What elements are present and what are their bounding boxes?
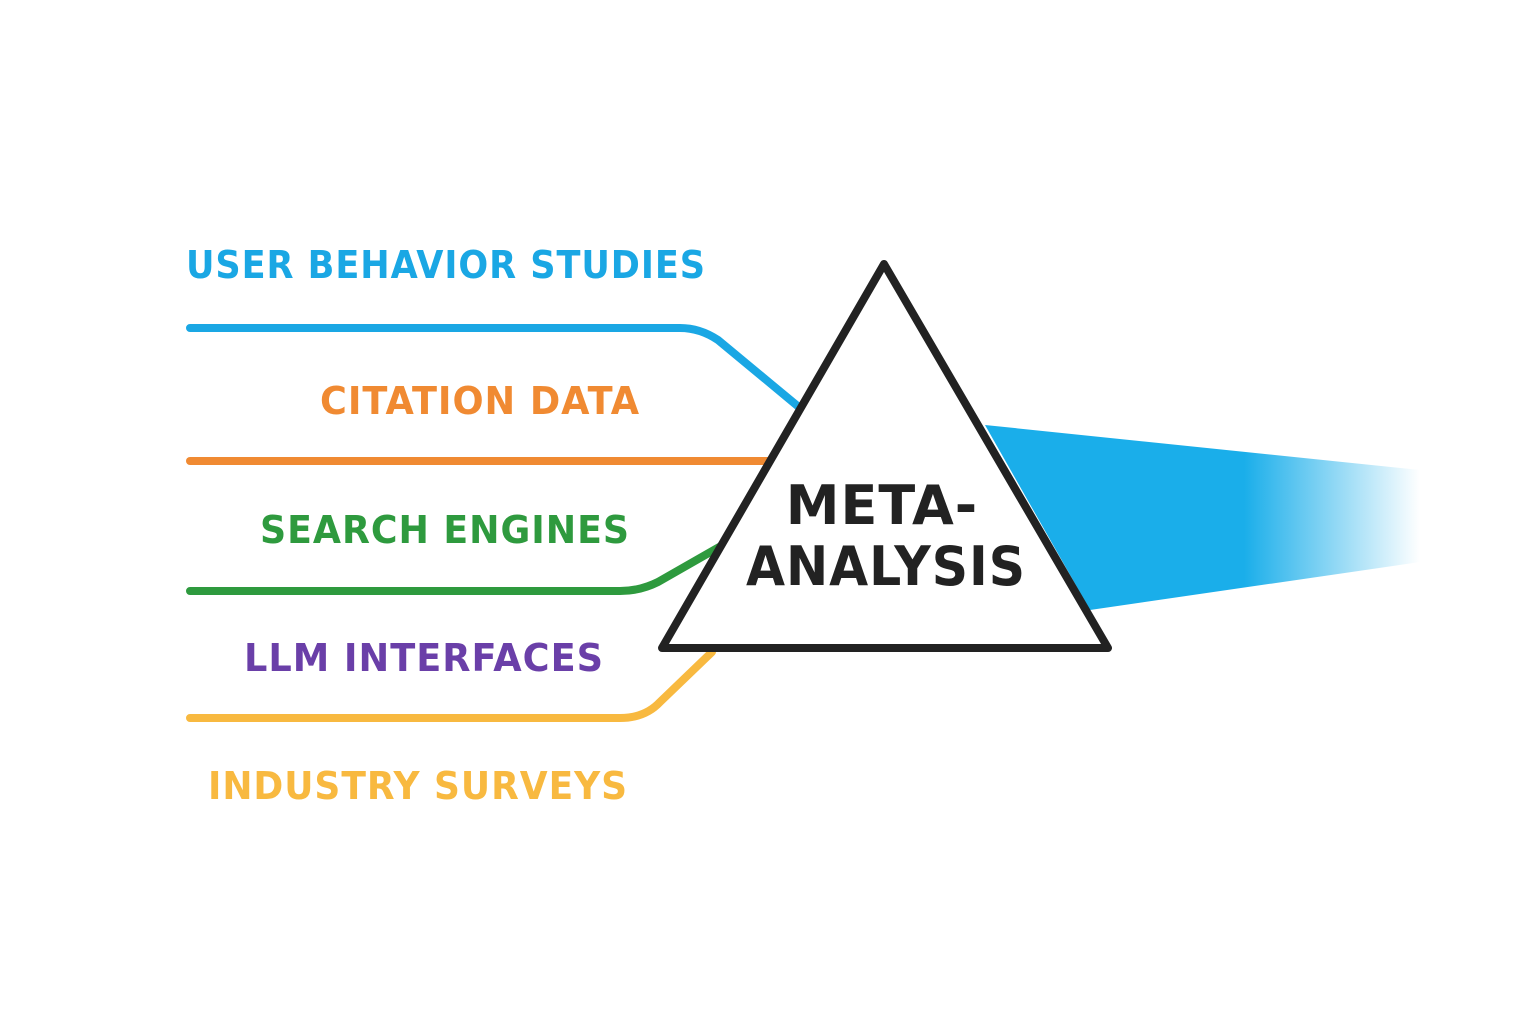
label-user-behavior-studies: USER BEHAVIOR STUDIES — [186, 243, 706, 287]
center-title-line1: META- — [786, 474, 978, 537]
label-citation-data: CITATION DATA — [320, 379, 640, 423]
source-line-search-engines — [186, 538, 732, 595]
meta-analysis-triangle — [658, 260, 1112, 652]
label-industry-surveys: INDUSTRY SURVEYS — [208, 764, 628, 808]
source-line-user-behavior-studies — [186, 324, 804, 412]
label-llm-interfaces: LLM INTERFACES — [244, 636, 604, 680]
source-line-industry-surveys — [186, 648, 716, 722]
label-search-engines: SEARCH ENGINES — [260, 508, 630, 552]
center-title-line2: ANALYSIS — [746, 535, 1026, 598]
output-beam — [985, 425, 1420, 610]
